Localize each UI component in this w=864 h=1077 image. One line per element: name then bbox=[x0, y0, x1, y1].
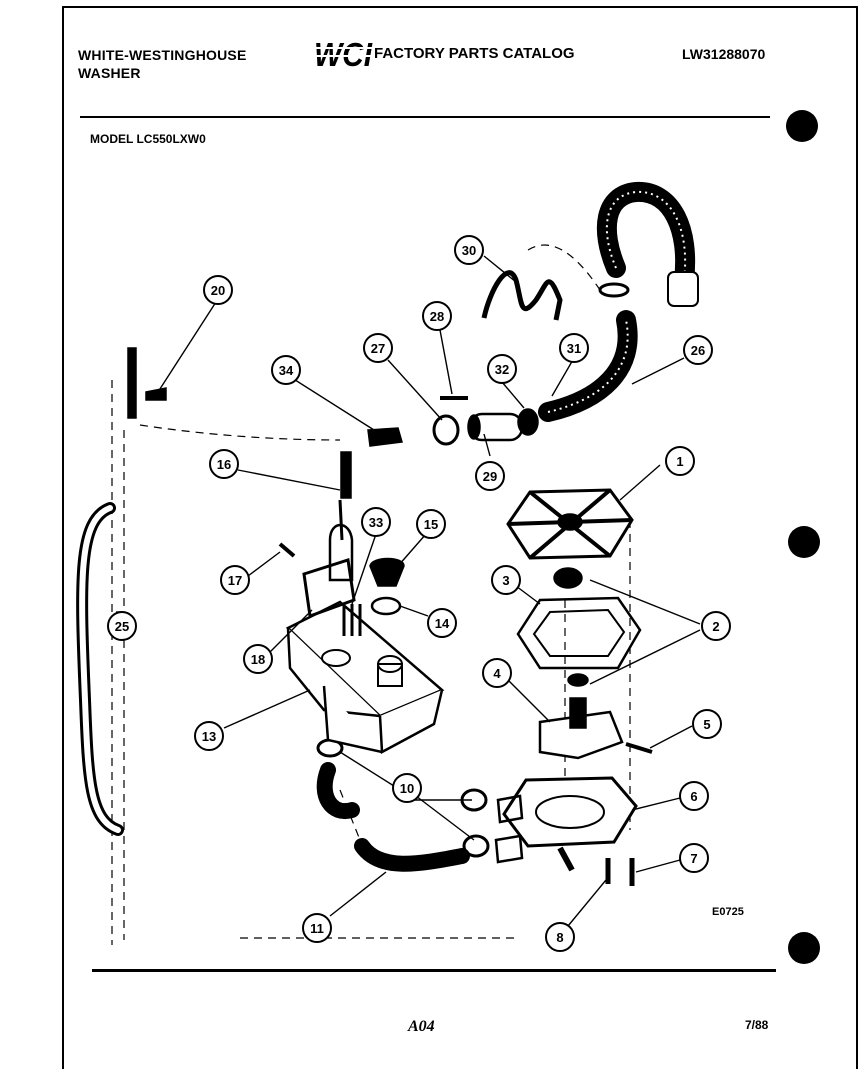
brand-line-1: WHITE-WESTINGHOUSE bbox=[78, 47, 247, 63]
pump-body-upper bbox=[538, 710, 624, 760]
callout-2: 2 bbox=[701, 611, 731, 641]
svg-text:6: 6 bbox=[690, 789, 697, 804]
model-label: MODEL LC550LXW0 bbox=[90, 132, 206, 146]
callout-29: 29 bbox=[475, 461, 505, 491]
svg-text:20: 20 bbox=[211, 283, 225, 298]
svg-text:2: 2 bbox=[712, 619, 719, 634]
svg-text:10: 10 bbox=[400, 781, 414, 796]
brand-name: WHITE-WESTINGHOUSE WASHER bbox=[78, 46, 246, 82]
alignment-guides bbox=[111, 244, 631, 945]
callout-10: 10 bbox=[392, 773, 422, 803]
svg-text:8: 8 bbox=[556, 930, 563, 945]
callout-4: 4 bbox=[482, 658, 512, 688]
callout-32: 32 bbox=[487, 354, 517, 384]
svg-text:15: 15 bbox=[424, 517, 438, 532]
connector-tube bbox=[340, 451, 352, 499]
header-rule bbox=[80, 116, 770, 118]
sump-hose bbox=[316, 762, 360, 820]
svg-text:7: 7 bbox=[690, 851, 697, 866]
callout-17: 17 bbox=[220, 565, 250, 595]
callout-20: 20 bbox=[203, 275, 233, 305]
hose-clamp-10b bbox=[462, 834, 490, 858]
punch-hole-top bbox=[786, 110, 818, 142]
svg-text:5: 5 bbox=[703, 717, 710, 732]
svg-text:16: 16 bbox=[217, 457, 231, 472]
callouts: 1 2 3 4 5 6 7 8 10 11 13 14 15 16 17 18 … bbox=[107, 235, 731, 952]
air-tube bbox=[127, 347, 137, 419]
svg-text:13: 13 bbox=[202, 729, 216, 744]
callout-13: 13 bbox=[194, 721, 224, 751]
callout-16: 16 bbox=[209, 449, 239, 479]
impeller bbox=[553, 567, 583, 589]
callout-6: 6 bbox=[679, 781, 709, 811]
figure-code: E0725 bbox=[712, 906, 744, 918]
svg-text:14: 14 bbox=[435, 616, 450, 631]
callout-25: 25 bbox=[107, 611, 137, 641]
callout-14: 14 bbox=[427, 608, 457, 638]
callout-3: 3 bbox=[491, 565, 521, 595]
leader-lines bbox=[116, 255, 701, 927]
svg-text:4: 4 bbox=[493, 666, 501, 681]
wci-logo: WCI bbox=[312, 36, 374, 72]
pump-housing bbox=[502, 776, 638, 848]
callout-33: 33 bbox=[361, 507, 391, 537]
corrugated-hose bbox=[538, 182, 696, 422]
svg-text:25: 25 bbox=[115, 619, 129, 634]
svg-text:18: 18 bbox=[251, 652, 265, 667]
svg-text:34: 34 bbox=[279, 363, 294, 378]
hose-clamp-27 bbox=[432, 414, 460, 446]
callout-15: 15 bbox=[416, 509, 446, 539]
svg-text:11: 11 bbox=[310, 921, 324, 936]
punch-hole-bottom bbox=[788, 932, 820, 964]
svg-text:3: 3 bbox=[502, 573, 509, 588]
dispenser-housing bbox=[285, 600, 445, 755]
punch-hole-middle bbox=[788, 526, 820, 558]
svg-text:27: 27 bbox=[371, 341, 385, 356]
callout-26: 26 bbox=[683, 335, 713, 365]
catalog-date: 7/88 bbox=[745, 1018, 769, 1032]
svg-text:32: 32 bbox=[495, 362, 509, 377]
callout-30: 30 bbox=[454, 235, 484, 265]
page-number: A04 bbox=[408, 1018, 435, 1035]
pump-gasket bbox=[516, 596, 642, 670]
svg-text:1: 1 bbox=[676, 454, 683, 469]
callout-34: 34 bbox=[271, 355, 301, 385]
svg-text:33: 33 bbox=[369, 515, 383, 530]
brand-line-2: WASHER bbox=[78, 65, 141, 81]
footer-rule bbox=[92, 969, 776, 972]
pressure-switch bbox=[328, 523, 354, 582]
hose-clamp-32 bbox=[517, 408, 539, 436]
callout-27: 27 bbox=[363, 333, 393, 363]
callout-31: 31 bbox=[559, 333, 589, 363]
page-frame bbox=[62, 6, 858, 1069]
callout-8: 8 bbox=[545, 922, 575, 952]
pump-hose bbox=[354, 838, 470, 872]
svg-text:29: 29 bbox=[483, 469, 497, 484]
callout-18: 18 bbox=[243, 644, 273, 674]
document-number: LW31288070 bbox=[682, 46, 766, 62]
callout-5: 5 bbox=[692, 709, 722, 739]
svg-text:28: 28 bbox=[430, 309, 444, 324]
svg-text:30: 30 bbox=[462, 243, 476, 258]
screw-5 bbox=[625, 742, 653, 754]
screw-17 bbox=[278, 542, 296, 558]
callout-7: 7 bbox=[679, 843, 709, 873]
funnel-clamp bbox=[370, 596, 402, 616]
callout-28: 28 bbox=[422, 301, 452, 331]
hose-hanger bbox=[481, 270, 563, 321]
svg-text:17: 17 bbox=[228, 573, 242, 588]
wci-logo-text: WCI bbox=[314, 36, 373, 72]
inlet-fitting bbox=[367, 427, 403, 447]
fill-funnel bbox=[369, 557, 405, 587]
svg-text:26: 26 bbox=[691, 343, 705, 358]
svg-text:31: 31 bbox=[567, 341, 581, 356]
callout-11: 11 bbox=[302, 913, 332, 943]
catalog-title: FACTORY PARTS CATALOG bbox=[374, 45, 575, 62]
callout-1: 1 bbox=[665, 446, 695, 476]
